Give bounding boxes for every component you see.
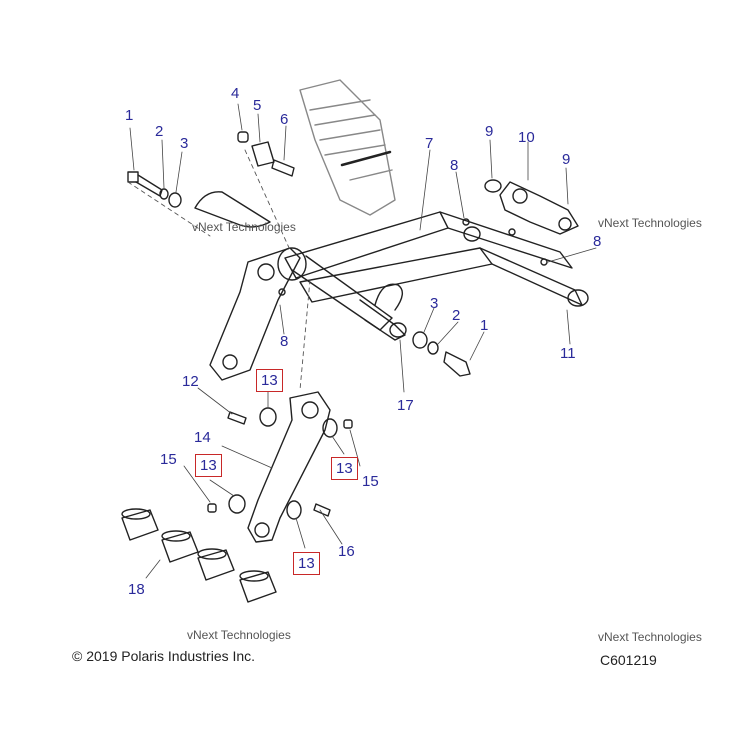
callout-9-a: 9 bbox=[485, 123, 494, 140]
washer-3-upper bbox=[168, 192, 182, 208]
lower-link-14 bbox=[247, 391, 331, 543]
callout-3-upper: 3 bbox=[180, 135, 189, 152]
watermark-2: vNext Technologies bbox=[598, 216, 702, 230]
grease-fitting-8c bbox=[540, 258, 548, 266]
watermark-4: vNext Technologies bbox=[598, 630, 702, 644]
callout-1-lower: 1 bbox=[480, 317, 489, 334]
callout-13-b: 13 bbox=[195, 454, 222, 477]
shock-absorber bbox=[299, 79, 396, 216]
bushings-18 bbox=[121, 508, 277, 603]
washer-13b bbox=[322, 418, 338, 438]
callout-4: 4 bbox=[231, 85, 240, 102]
bolt-6 bbox=[271, 159, 295, 177]
nut-15b bbox=[207, 503, 217, 513]
callout-8-c: 8 bbox=[280, 333, 289, 350]
rocker-link-upper bbox=[209, 247, 301, 381]
grease-fitting-8d bbox=[278, 288, 286, 296]
callout-15-b: 15 bbox=[362, 473, 379, 490]
callout-2-upper: 2 bbox=[155, 123, 164, 140]
washer-13a bbox=[259, 407, 277, 427]
callout-8-a: 8 bbox=[450, 157, 459, 174]
sleeve-5 bbox=[251, 141, 275, 167]
bracket-10 bbox=[484, 179, 579, 235]
callout-14: 14 bbox=[194, 429, 211, 446]
callout-13-d: 13 bbox=[293, 552, 320, 575]
callout-8-b: 8 bbox=[593, 233, 602, 250]
washer-3-lower bbox=[412, 331, 428, 349]
callout-3-lower: 3 bbox=[430, 295, 439, 312]
callout-5: 5 bbox=[253, 97, 262, 114]
a-arm bbox=[194, 191, 589, 341]
callout-12: 12 bbox=[182, 373, 199, 390]
callout-10: 10 bbox=[518, 129, 535, 146]
assembly-centerlines bbox=[127, 149, 311, 391]
callout-7: 7 bbox=[425, 135, 434, 152]
callout-6: 6 bbox=[280, 111, 289, 128]
bolt-12 bbox=[227, 411, 247, 425]
callout-15-a: 15 bbox=[160, 451, 177, 468]
callout-17: 17 bbox=[397, 397, 414, 414]
bushing-4 bbox=[237, 131, 249, 143]
grease-fitting-8b bbox=[508, 228, 516, 236]
callout-11: 11 bbox=[560, 345, 576, 362]
bolt-16 bbox=[313, 503, 331, 517]
washer-13d bbox=[286, 500, 302, 520]
bolt-1-upper bbox=[127, 171, 163, 197]
callout-13-a: 13 bbox=[256, 369, 283, 392]
leader-lines bbox=[129, 103, 597, 579]
watermark-3: vNext Technologies bbox=[187, 628, 291, 642]
washer-13c bbox=[228, 494, 246, 514]
watermark-1: vNext Technologies bbox=[192, 220, 296, 234]
copyright-notice: © 2019 Polaris Industries Inc. bbox=[72, 648, 256, 664]
grease-fitting-8a bbox=[462, 218, 470, 226]
callout-2-lower: 2 bbox=[452, 307, 461, 324]
callout-13-c: 13 bbox=[331, 457, 358, 480]
lock-washer-2-lower bbox=[427, 341, 439, 355]
callout-18: 18 bbox=[128, 581, 145, 598]
callout-9-b: 9 bbox=[562, 151, 571, 168]
diagram-code: C601219 bbox=[600, 652, 657, 668]
callout-16: 16 bbox=[338, 543, 355, 560]
callout-1-upper: 1 bbox=[125, 107, 134, 124]
nut-15a bbox=[343, 419, 353, 429]
lock-washer-2-upper bbox=[159, 188, 169, 200]
bolt-1-lower bbox=[443, 351, 471, 377]
